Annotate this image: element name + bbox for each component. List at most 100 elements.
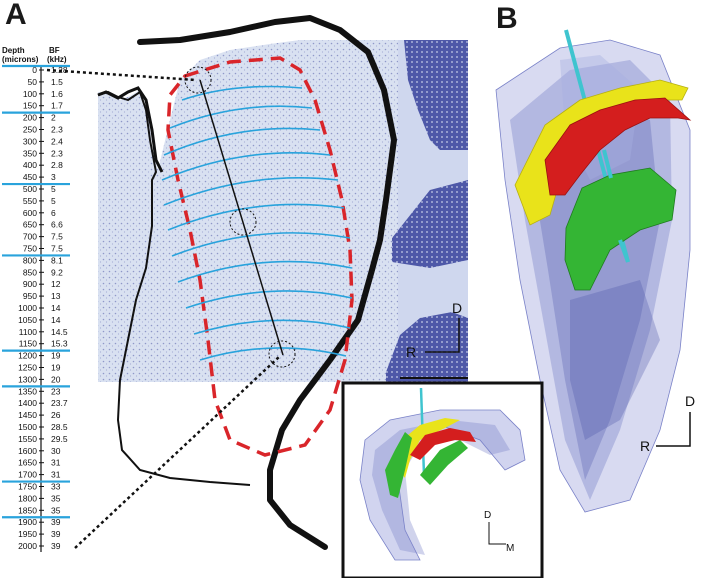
bf-header-2: (kHz) (47, 55, 67, 64)
orientation-b-rostral: R (640, 438, 650, 454)
table-bf-cell: 26 (51, 410, 61, 420)
band-yellow-inset (395, 418, 460, 478)
table-depth-cell: 1850 (18, 505, 37, 515)
table-depth-cell: 1150 (19, 339, 38, 349)
recording-site-middle (229, 208, 257, 236)
orientation-a: D R (406, 300, 462, 360)
table-depth-cell: 1400 (18, 398, 37, 408)
table-bf-cell: 6.6 (51, 220, 63, 230)
panel-b-label: B (496, 2, 518, 35)
table-depth-cell: 1700 (18, 470, 37, 480)
table-depth-cell: 900 (23, 279, 37, 289)
orientation-b: D R (640, 393, 695, 454)
table-depth-cell: 950 (23, 291, 37, 301)
table-depth-cell: 550 (23, 196, 37, 206)
table-bf-cell: 9.2 (51, 267, 63, 277)
table-bf-cell: 30 (51, 446, 61, 456)
table-bf-cell: 13 (51, 291, 61, 301)
depth-header-2: (microns) (2, 55, 39, 64)
table-depth-cell: 2000 (18, 541, 37, 551)
table-depth-cell: 250 (23, 125, 37, 135)
table-depth-cell: 700 (23, 232, 37, 242)
table-depth-cell: 500 (23, 184, 37, 194)
table-bf-cell: 2 (51, 113, 56, 123)
band-red-inset (410, 428, 476, 460)
leader-line-top (46, 68, 197, 82)
table-depth-cell: 1550 (18, 434, 37, 444)
table-depth-cell: 800 (23, 255, 37, 265)
table-bf-cell: 28.5 (51, 422, 68, 432)
table-bf-cell: 14.5 (51, 327, 68, 337)
table-bf-cell: 1.7 (51, 101, 63, 111)
inset-panel-c: D M (341, 381, 544, 578)
table-bf-cell: 5 (51, 196, 56, 206)
orientation-a-rostral: R (406, 344, 416, 360)
table-bf-cell: 12 (51, 279, 61, 289)
orientation-a-dorsal: D (452, 300, 462, 316)
table-depth-cell: 200 (23, 113, 37, 123)
table-depth-cell: 1950 (18, 529, 37, 539)
table-bf-cell: 2.4 (51, 136, 63, 146)
orientation-c-dorsal: D (484, 510, 491, 521)
histology-image (98, 40, 468, 392)
table-bf-cell: 35 (51, 493, 61, 503)
table-bf-cell: 39 (51, 529, 61, 539)
band-red (544, 97, 692, 196)
table-bf-cell: 1.6 (51, 89, 63, 99)
table-depth-cell: 1800 (18, 493, 37, 503)
left-outline (97, 90, 251, 486)
table-bf-cell: 6 (51, 208, 56, 218)
leader-line-bottom (74, 355, 281, 549)
table-depth-cell: 1000 (18, 303, 37, 313)
band-green-inset (385, 432, 468, 498)
table-depth-cell: 1050 (18, 315, 37, 325)
table-depth-cell: 0 (32, 65, 37, 75)
table-depth-cell: 50 (28, 77, 38, 87)
table-depth-cell: 1300 (18, 374, 37, 384)
table-bf-cell: 1.28 (51, 65, 68, 75)
depth-header-1: Depth (2, 46, 25, 55)
table-bf-cell: 39 (51, 541, 61, 551)
table-bf-cell: 19 (51, 351, 61, 361)
table-bf-cell: 2.3 (51, 125, 63, 135)
frequency-band-lines (161, 85, 353, 361)
table-bf-cell: 20 (51, 374, 61, 384)
table-bf-cell: 2.3 (51, 148, 63, 158)
table-bf-cell: 35 (51, 505, 61, 515)
table-depth-cell: 1350 (18, 386, 37, 396)
table-depth-cell: 150 (23, 101, 37, 111)
table-bf-cell: 29.5 (51, 434, 68, 444)
table-depth-cell: 300 (23, 136, 37, 146)
table-depth-cell: 600 (23, 208, 37, 218)
table-bf-cell: 7.5 (51, 244, 63, 254)
table-bf-cell: 5 (51, 184, 56, 194)
table-bf-cell: 3 (51, 172, 56, 182)
ic-outline (137, 15, 397, 550)
orientation-b-dorsal: D (685, 393, 695, 409)
table-bf-cell: 15.3 (51, 339, 68, 349)
table-depth-cell: 1900 (18, 517, 37, 527)
table-depth-cell: 1650 (18, 458, 37, 468)
table-bf-cell: 23 (51, 386, 61, 396)
recording-site-bottom (268, 340, 296, 368)
table-bf-cell: 14 (51, 303, 61, 313)
reconstruction-3d (495, 29, 692, 513)
table-bf-cell: 39 (51, 517, 61, 527)
table-bf-cell: 1.5 (51, 77, 63, 87)
table-depth-cell: 750 (23, 244, 37, 254)
table-depth-cell: 1100 (19, 327, 38, 337)
band-green (564, 167, 677, 291)
table-depth-cell: 850 (23, 267, 37, 277)
table-depth-cell: 1600 (18, 446, 37, 456)
table-depth-cell: 1450 (18, 410, 37, 420)
table-depth-cell: 350 (23, 148, 37, 158)
table-bf-cell: 7.5 (51, 232, 63, 242)
table-depth-cell: 100 (23, 89, 37, 99)
table-depth-cell: 400 (23, 160, 37, 170)
panel-a-label: A (5, 0, 27, 31)
ic-boundary-dashed (166, 56, 354, 457)
table-bf-cell: 33 (51, 482, 61, 492)
table-depth-cell: 1750 (18, 482, 37, 492)
table-bf-cell: 31 (51, 470, 61, 480)
